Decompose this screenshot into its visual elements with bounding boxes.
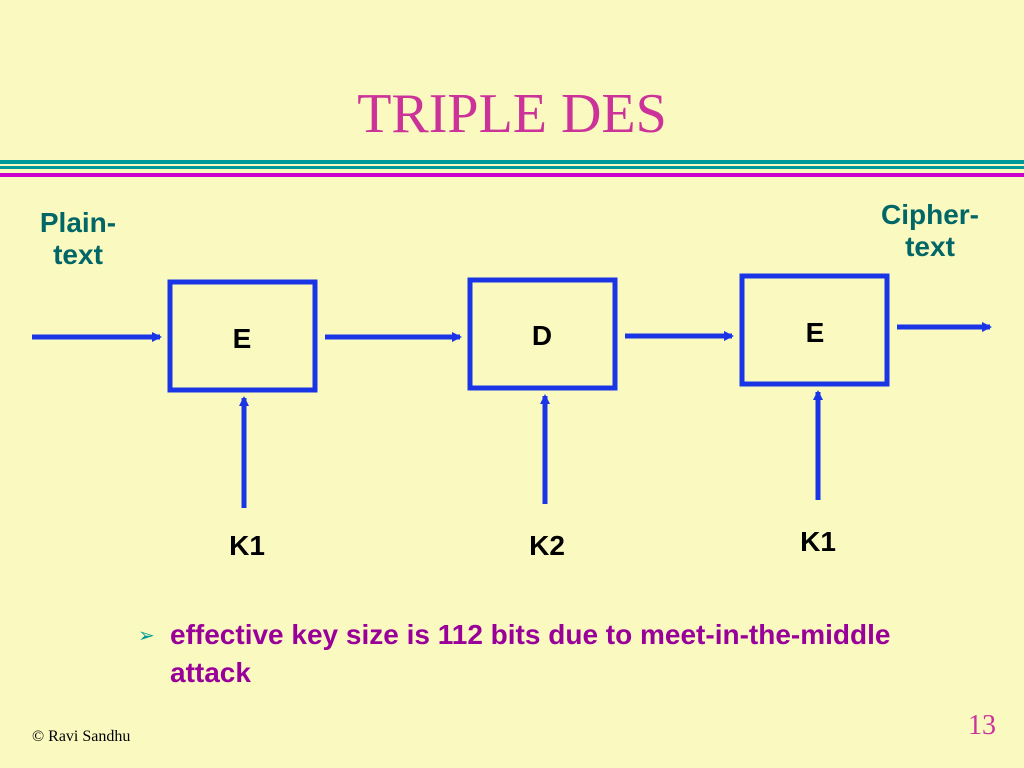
footer-copyright: © Ravi Sandhu [32, 728, 131, 745]
stage-3-box [739, 273, 890, 387]
stage-2-box [467, 277, 618, 391]
divider-line-teal-thin [0, 166, 1024, 169]
ciphertext-label-line-2: text [905, 231, 955, 262]
divider-line-magenta [0, 173, 1024, 177]
slide-title: TRIPLE DES [357, 83, 667, 145]
ciphertext-label-line-1: Cipher- [881, 199, 979, 230]
stage-1-op: E [233, 323, 252, 354]
divider-line-teal [0, 160, 1024, 164]
ciphertext-label: Cipher- text [860, 199, 1000, 263]
plaintext-label: Plain- text [28, 207, 128, 271]
stage-1-key-label: K1 [229, 530, 265, 561]
stage-2-key-label: K2 [529, 530, 565, 561]
stage-3-key-label: K1 [800, 526, 836, 557]
stage-2-op: D [532, 320, 552, 351]
page-number: 13 [968, 710, 996, 741]
plaintext-label-line-2: text [53, 239, 103, 270]
stage-1-box [167, 279, 318, 393]
bullet-arrow-icon: ➢ [138, 625, 155, 647]
plaintext-label-line-1: Plain- [39, 207, 117, 238]
stage-3-op: E [806, 317, 825, 348]
bullet-text: effective key size is 112 bits due to me… [170, 619, 891, 688]
